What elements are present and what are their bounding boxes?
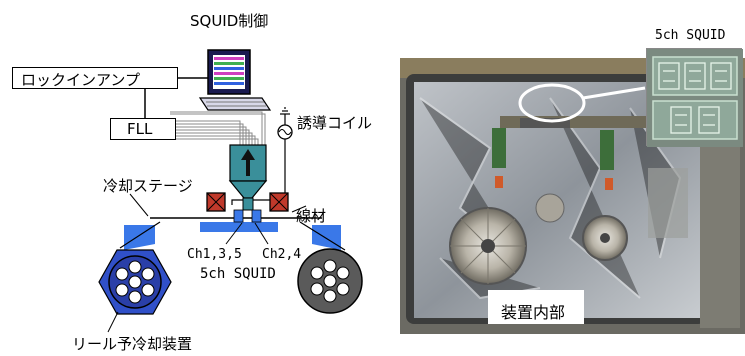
squid-highlight-circle xyxy=(518,83,586,123)
lockin-amp-box: ロックインアンプ xyxy=(12,67,178,89)
reel-left-icon xyxy=(98,249,172,315)
reel-right-icon xyxy=(297,248,363,314)
device-interior-label: 装置内部 xyxy=(501,303,566,322)
fll-box: FLL xyxy=(110,118,176,140)
cooling-stage xyxy=(124,209,341,250)
cable-bundle xyxy=(170,111,266,145)
ch24-label: Ch2,4 xyxy=(262,247,302,262)
ac-source-icon xyxy=(231,107,293,205)
reel-precooler-label: リール予冷却装置 xyxy=(72,335,193,353)
wire-label: 線材 xyxy=(296,207,327,225)
device-interior-caption-bg xyxy=(488,290,584,324)
squid-chip-inset xyxy=(646,48,743,147)
cooling-stage-label: 冷却ステージ xyxy=(103,177,193,195)
squid-probe xyxy=(228,144,268,211)
coil-right-icon xyxy=(269,192,289,212)
fll-label: FLL xyxy=(127,120,153,138)
device-photo-graphics xyxy=(400,58,745,334)
squid-chip-graphics xyxy=(647,49,743,147)
inset-title-label: 5ch SQUID xyxy=(655,28,726,43)
lockin-amp-label: ロックインアンプ xyxy=(21,71,140,89)
schematic-graphics xyxy=(98,49,363,333)
squid-5ch-label: 5ch SQUID xyxy=(200,266,276,282)
ch135-label: Ch1,3,5 xyxy=(187,247,242,262)
computer-icon xyxy=(198,49,272,111)
squid-control-label: SQUID制御 xyxy=(190,12,269,30)
coil-left-icon xyxy=(206,192,226,212)
induction-coil-label: 誘導コイル xyxy=(297,114,373,132)
device-photo: 装置内部 xyxy=(400,58,745,334)
